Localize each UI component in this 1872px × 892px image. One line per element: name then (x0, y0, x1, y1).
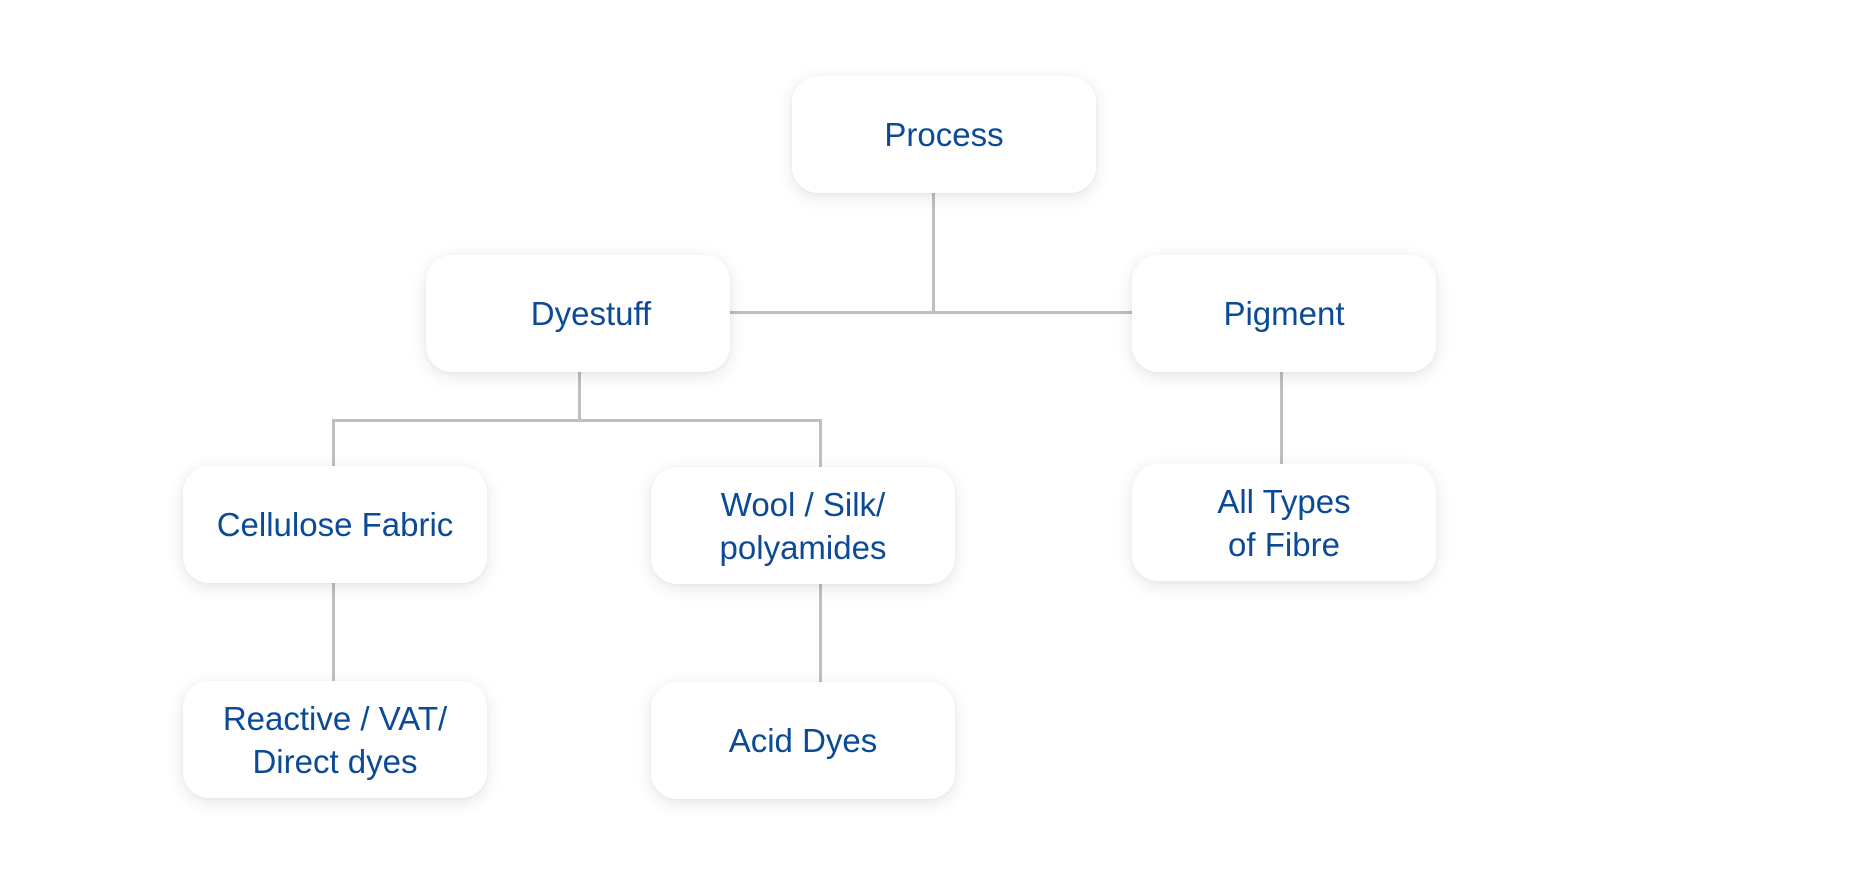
node-cellulose-fabric: Cellulose Fabric (183, 466, 487, 583)
connector-dyestuff-children (332, 419, 822, 422)
node-wool-silk-polyamides-label: Wool / Silk/ polyamides (719, 485, 887, 566)
node-reactive-vat-direct-dyes-label: Reactive / VAT/ Direct dyes (222, 699, 448, 780)
connector-wool-to-acid (819, 583, 822, 682)
node-process-label: Process (884, 116, 1004, 153)
node-pigment-label: Pigment (1223, 295, 1345, 332)
connector-pigment-to-all-types (1280, 372, 1283, 464)
connector-to-cellulose (332, 419, 335, 467)
node-wool-silk-polyamides: Wool / Silk/ polyamides (651, 467, 955, 584)
connector-to-wool (819, 419, 822, 467)
node-reactive-vat-direct-dyes: Reactive / VAT/ Direct dyes (183, 681, 487, 798)
node-dyestuff-label: Dyestuff (530, 295, 652, 332)
connector-dyestuff-down (578, 372, 581, 422)
node-process: Process (792, 76, 1096, 193)
node-dyestuff: Dyestuff (426, 255, 730, 372)
node-all-types-of-fibre-label: All Types of Fibre (1217, 482, 1351, 563)
node-acid-dyes: Acid Dyes (651, 682, 955, 799)
node-pigment: Pigment (1132, 255, 1436, 372)
connector-process-down (932, 192, 935, 314)
node-cellulose-fabric-label: Cellulose Fabric (216, 506, 454, 543)
connector-cellulose-to-reactive (332, 583, 335, 681)
connector-dyestuff-pigment (730, 311, 1132, 314)
node-all-types-of-fibre: All Types of Fibre (1132, 464, 1436, 581)
node-acid-dyes-label: Acid Dyes (728, 722, 878, 759)
